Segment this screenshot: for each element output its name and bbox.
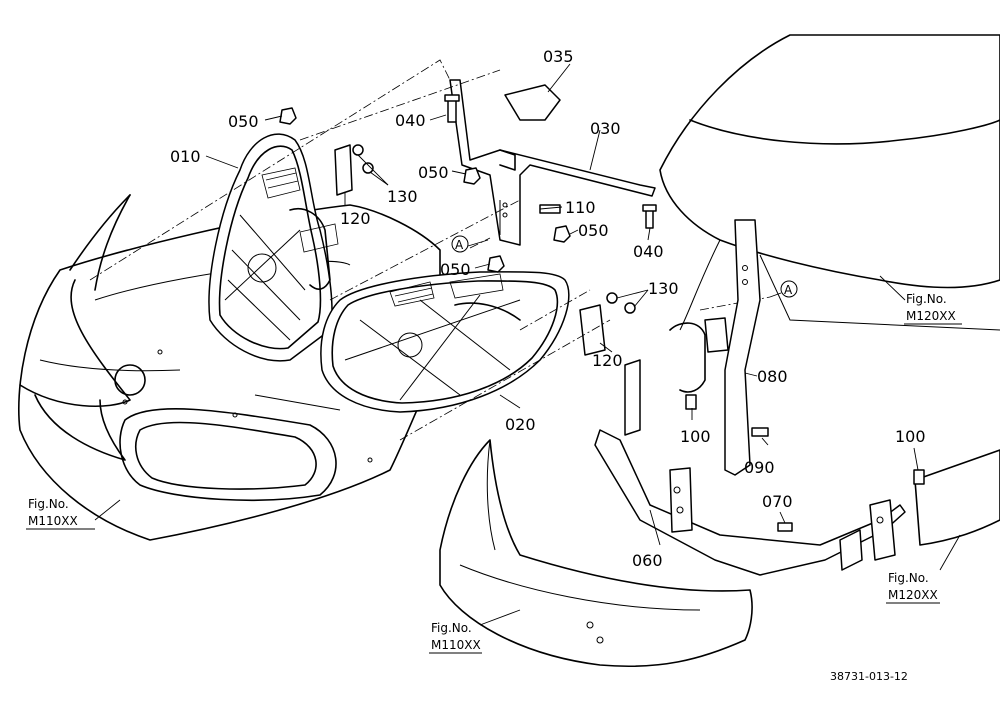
hood-panel (18, 194, 441, 541)
callout-100-left: 100 (680, 427, 711, 446)
fig-ref-hood: Fig.No. M110XX (26, 497, 95, 530)
callout-070: 070 (762, 492, 793, 511)
callout-050-top: 050 (228, 112, 259, 131)
callout-050-mid: 050 (418, 163, 449, 182)
bolt-040-lower (642, 204, 657, 229)
callout-090: 090 (744, 458, 775, 477)
fig-ref-bumper-code: M110XX (431, 638, 481, 652)
callout-120-right: 120 (592, 351, 623, 370)
callout-130-left: 130 (387, 187, 418, 206)
nuts-130-left (352, 144, 374, 174)
bolt-100-left (685, 394, 697, 410)
callout-035: 035 (543, 47, 574, 66)
cover-035 (504, 84, 561, 121)
callout-060: 060 (632, 551, 663, 570)
side-panel (669, 322, 706, 393)
callout-100-right: 100 (895, 427, 926, 446)
fig-ref-bumper-title: Fig.No. (431, 621, 472, 635)
drawing-code: 38731-013-12 (830, 670, 908, 683)
nut-050-right (553, 225, 571, 243)
callout-050-right: 050 (578, 221, 609, 240)
assembly-line-1 (89, 59, 451, 281)
fig-ref-side: Fig.No. M120XX (886, 571, 940, 604)
frame-060 (594, 359, 906, 576)
nut-050-lower (487, 255, 505, 273)
fig-ref-hood-title: Fig.No. (28, 497, 69, 511)
side-bracket-right (914, 449, 1000, 546)
bolt-070 (777, 522, 793, 532)
callout-040-lower: 040 (633, 242, 664, 261)
fig-ref-fender: Fig.No. M120XX (904, 292, 962, 325)
assembly-line-3 (329, 199, 521, 301)
marker-a-left: A (451, 235, 489, 253)
headlight-bracket-030 (449, 79, 656, 246)
callout-030: 030 (590, 119, 621, 138)
callout-020: 020 (505, 415, 536, 434)
callout-050-lower: 050 (440, 260, 471, 279)
nuts-130-right (606, 292, 636, 314)
assembly-line-2 (299, 69, 501, 141)
marker-a-left-label: A (455, 238, 464, 252)
fig-ref-fender-title: Fig.No. (906, 292, 947, 306)
bolt-100-right (913, 469, 925, 485)
assembly-line-4 (399, 319, 611, 441)
fig-ref-side-title: Fig.No. (888, 571, 929, 585)
callout-130-right: 130 (648, 279, 679, 298)
fender-shell (659, 34, 1000, 331)
callout-120-left: 120 (340, 209, 371, 228)
fig-ref-side-code: M120XX (888, 588, 938, 602)
assembly-line-5 (519, 289, 591, 331)
bracket-080 (704, 219, 761, 476)
headlight-left (208, 133, 339, 362)
headlight-right (320, 271, 570, 413)
fig-ref-hood-code: M110XX (28, 514, 78, 528)
callout-080: 080 (757, 367, 788, 386)
assembly-line-6 (469, 237, 491, 249)
fig-ref-bumper: Fig.No. M110XX (429, 621, 482, 654)
callout-110: 110 (565, 198, 596, 217)
marker-a-right-label: A (784, 283, 793, 297)
bracket-120-left (334, 144, 353, 196)
fig-ref-fender-code: M120XX (906, 309, 956, 323)
nut-050-mid (463, 167, 481, 185)
bolt-090 (751, 427, 769, 437)
marker-a-right: A (769, 280, 798, 298)
callout-040-upper: 040 (395, 111, 426, 130)
bolt-040-upper (444, 94, 460, 123)
bumper (439, 439, 753, 668)
callout-010: 010 (170, 147, 201, 166)
nut-050-top (279, 107, 297, 125)
leader-lines (94, 63, 961, 626)
